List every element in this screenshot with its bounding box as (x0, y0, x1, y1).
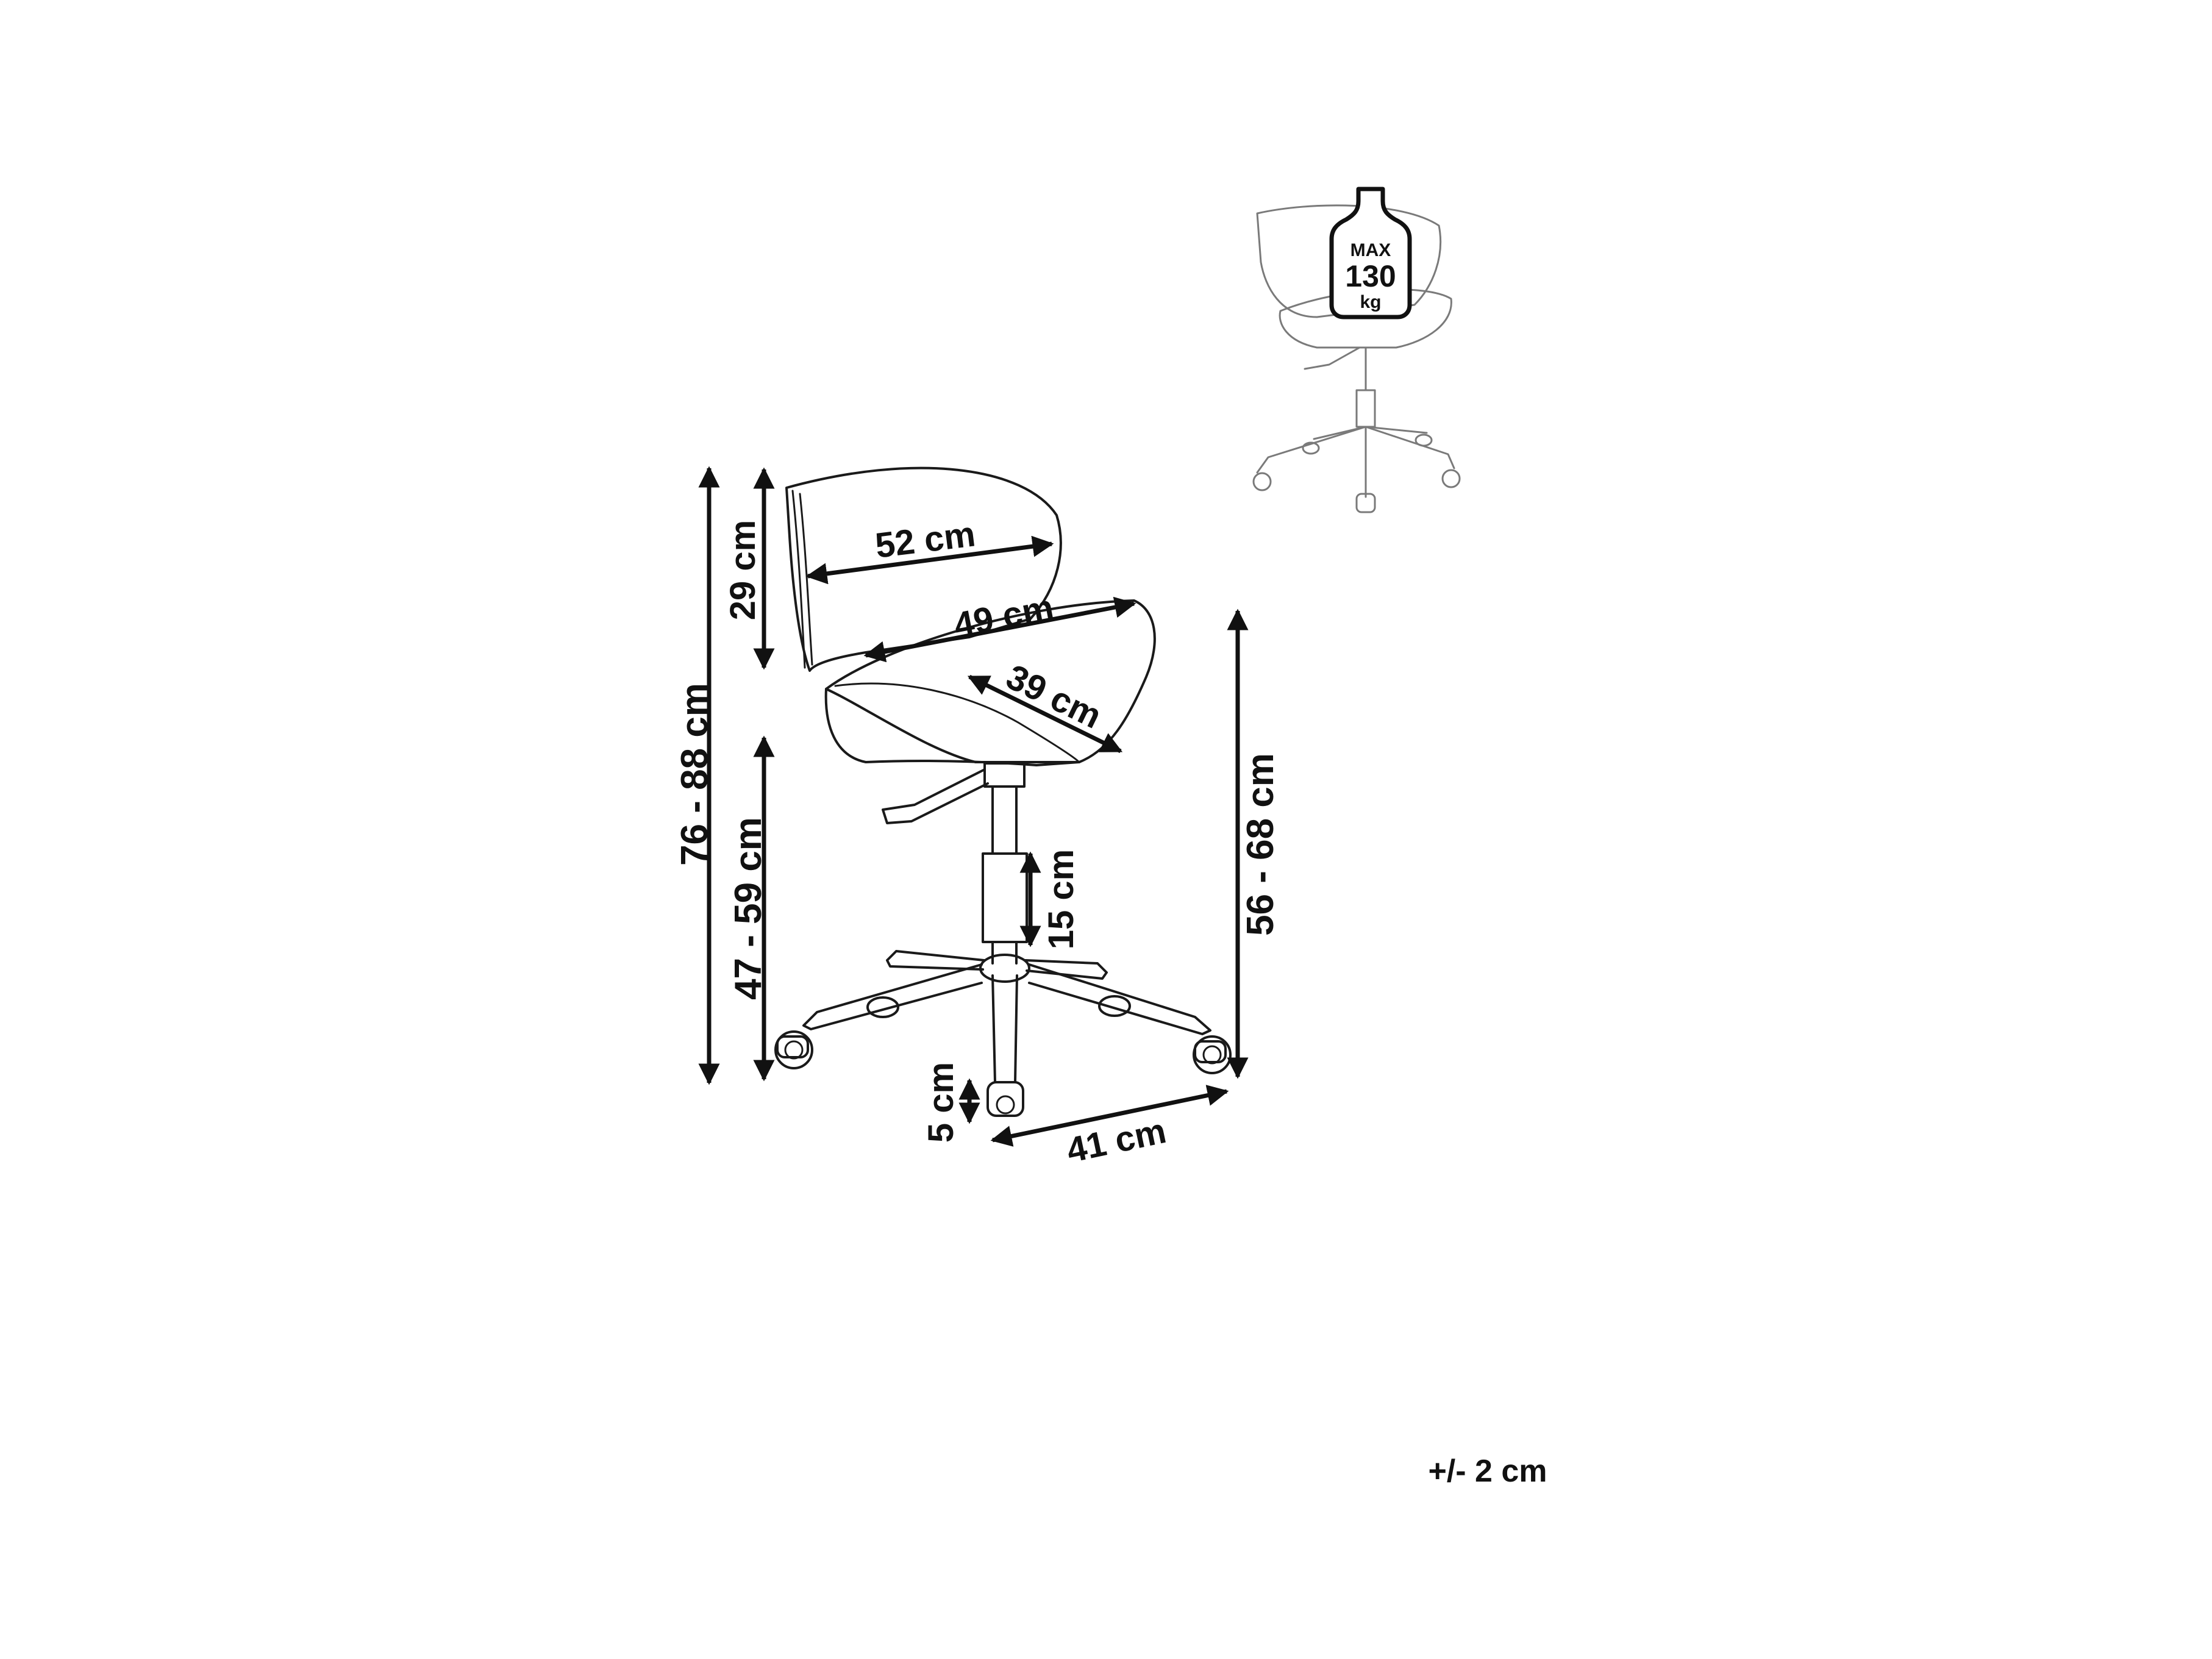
base-leg-back-right (1024, 959, 1108, 980)
load-capacity-thumbnail: MAX 130 kg (1252, 187, 1461, 513)
base-leg-back-left (886, 950, 985, 971)
dim-line-base-width (990, 1085, 1229, 1147)
base-hub (979, 954, 1030, 983)
base-leg-front (991, 974, 1018, 1083)
dim-line-back-width (805, 535, 1054, 585)
chair-drawing (774, 466, 1232, 1117)
caster-back-left (866, 996, 899, 1018)
caster-front (986, 1081, 1024, 1117)
label-seat-depth: 39 cm (1000, 657, 1107, 737)
caster-right (1193, 1035, 1232, 1074)
weight-icon: MAX 130 kg (1329, 187, 1412, 319)
lift-top-block (983, 762, 1026, 788)
dimension-lines (698, 466, 1249, 1147)
load-line-max: MAX (1350, 240, 1391, 260)
tolerance-note: +/- 2 cm (1428, 1454, 1547, 1489)
label-seat-height: 47 - 59 cm (727, 817, 769, 1000)
dim-line-seat-width (863, 596, 1136, 663)
label-back-height: 29 cm (723, 520, 763, 620)
load-line-value: 130 (1345, 259, 1396, 293)
lift-cylinder (982, 852, 1028, 943)
caster-back-right (1098, 995, 1131, 1017)
backrest-outline (785, 466, 1062, 672)
label-base-width: 41 cm (1063, 1111, 1169, 1171)
label-back-width: 52 cm (873, 514, 977, 566)
label-caster-height: 5 cm (921, 1062, 961, 1143)
label-lift-range: 15 cm (1041, 849, 1081, 949)
base-leg-left (802, 963, 983, 1030)
label-seat-width: 49 cm (951, 587, 1057, 645)
base-leg-right (1028, 963, 1211, 1035)
caster-left (774, 1030, 813, 1069)
lift-upper-shaft (991, 785, 1018, 855)
height-lever (882, 768, 989, 824)
dim-line-seat-depth (967, 674, 1123, 754)
load-line-unit: kg (1360, 292, 1381, 312)
label-outer-height: 56 - 68 cm (1240, 753, 1282, 936)
lift-stem (991, 941, 1018, 965)
label-total-height: 76 - 88 cm (674, 683, 716, 866)
backrest-inner-edge (791, 490, 806, 669)
